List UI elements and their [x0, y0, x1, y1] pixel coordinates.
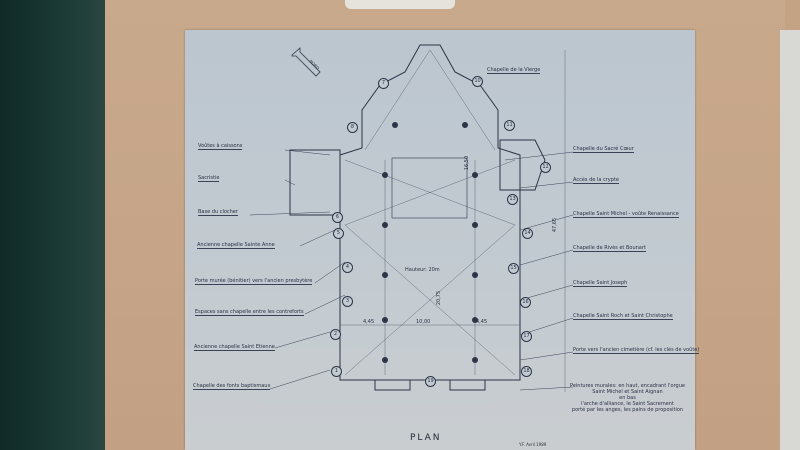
chapel-sacre-coeur-outline [499, 139, 546, 191]
chapel-number-2: 2 [330, 329, 341, 340]
chapel-number-14: 14 [522, 228, 533, 239]
label-saint-roch: Chapelle Saint Roch et Saint Christophe [573, 313, 673, 320]
label-fonts: Chapelle des fonts baptismaux [193, 383, 271, 390]
chapel-number-3: 3 [342, 296, 353, 307]
chapel-number-6: 6 [332, 212, 343, 223]
paintings-line: Peintures murales: en haut, encadrant l'… [570, 383, 685, 389]
pillars [382, 122, 478, 363]
chapel-number-12: 12 [540, 162, 551, 173]
north-arrow-icon [291, 47, 321, 77]
chapel-number-5: 5 [333, 228, 344, 239]
total-length-dimension: 47,65 [552, 217, 559, 233]
plan-title: PLAN [410, 433, 442, 443]
chapel-number-1: 1 [331, 366, 342, 377]
label-cimetiere: Porte vers l'ancien cimetière (cf. les c… [573, 347, 700, 354]
label-saint-etienne: Ancienne chapelle Saint Etienne [194, 344, 275, 351]
paintings-line: l'arche d'alliance, le Saint Sacrement [581, 401, 674, 407]
chapel-number-18: 18 [521, 366, 532, 377]
label-sacristie: Sacristie [198, 175, 220, 182]
paintings-line: en bas [619, 395, 636, 401]
wall [0, 0, 105, 450]
chapel-number-16: 16 [520, 297, 531, 308]
chapel-number-10: 10 [472, 76, 483, 87]
chapel-number-15: 15 [508, 263, 519, 274]
adjacent-sheet [780, 30, 800, 450]
paintings-note: Peintures murales: en haut, encadrant l'… [560, 383, 695, 413]
label-clocher: Base du clocher [198, 209, 238, 216]
sacristy-outline [289, 149, 341, 216]
label-saint-joseph: Chapelle Saint Joseph [573, 280, 628, 287]
top-label-card [345, 0, 455, 9]
vault-ribs [340, 49, 566, 392]
chapel-number-19: 19 [425, 376, 436, 387]
paintings-line: porté par les anges, les pains de propos… [571, 407, 684, 413]
choir [391, 157, 468, 219]
choir-dimension: 16,50 [464, 155, 471, 171]
church-outline [339, 44, 521, 381]
label-rives: Chapelle de Rivès et Bounart [573, 245, 646, 252]
chapel-number-13: 13 [507, 194, 518, 205]
porch-right [449, 379, 486, 391]
chapel-number-4: 4 [342, 262, 353, 273]
aisle-right-dimension: 4,45 [476, 319, 488, 325]
aisle-left-dimension: 4,45 [363, 319, 375, 325]
label-voutes: Voûtes à caissons [198, 143, 243, 150]
label-espaces: Espaces sans chapelle entre les contrefo… [195, 309, 304, 316]
nave-length-dimension: 20,75 [436, 290, 443, 306]
label-crypte: Accès de la crypte [573, 177, 619, 184]
label-vierge: Chapelle de la Vierge [487, 67, 541, 74]
signature: Y.F. Avril 1989 [519, 442, 547, 447]
chapel-number-8: 8 [347, 122, 358, 133]
label-sacre-coeur: Chapelle du Sacré Cœur [573, 146, 634, 153]
label-porte-muree: Porte murée (bénitier) vers l'ancien pre… [195, 278, 313, 285]
chapel-number-11: 11 [504, 120, 515, 131]
paintings-line: Saint Michel et Saint Aignan [592, 389, 663, 395]
chapel-number-17: 17 [521, 331, 532, 342]
chapel-number-7: 7 [378, 78, 389, 89]
porch-left [374, 379, 411, 391]
label-sainte-anne: Ancienne chapelle Sainte Anne [197, 242, 275, 249]
height-label: Hauteur: 20m [405, 267, 440, 273]
label-saint-michel: Chapelle Saint Michel - voûte Renaissanc… [573, 211, 679, 218]
nave-width-dimension: 10,00 [416, 319, 431, 325]
